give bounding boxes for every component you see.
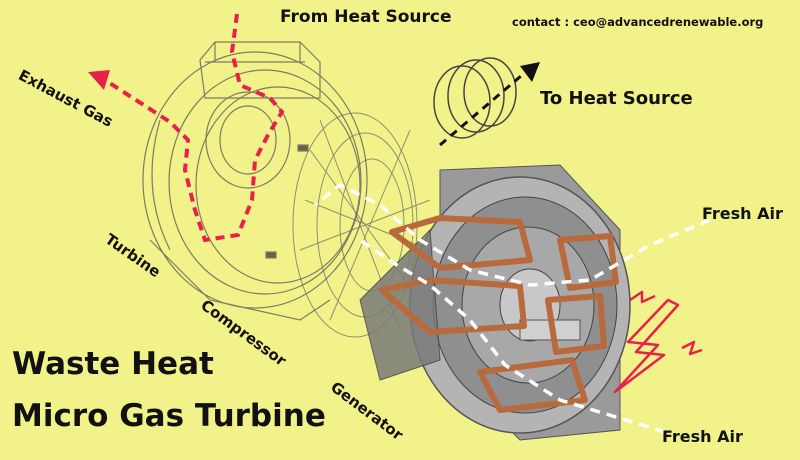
title-line2: Micro Gas Turbine	[12, 398, 326, 434]
exhaust-gas-path	[103, 13, 285, 243]
fresh-air-bottom-label: Fresh Air	[662, 427, 743, 446]
from-heat-source-label: From Heat Source	[280, 7, 452, 27]
to-heat-source-arrow	[439, 62, 540, 147]
to-heat-source-label: To Heat Source	[540, 88, 693, 109]
exhaust-arrowhead	[88, 70, 110, 90]
contact-label: contact : ceo@advancedrenewable.org	[512, 15, 764, 29]
title-line1: Waste Heat	[12, 346, 214, 382]
fresh-air-top-label: Fresh Air	[702, 204, 783, 223]
seal-rings	[433, 57, 517, 139]
spark-icon	[613, 290, 703, 394]
fresh-air-paths	[313, 182, 711, 434]
turbine-housing	[142, 41, 368, 321]
